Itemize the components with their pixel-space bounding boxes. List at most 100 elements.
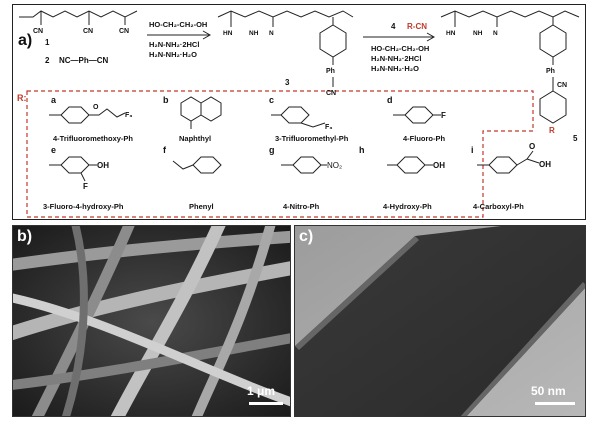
reaction-arrowhead-1: [202, 30, 212, 40]
compound-2-number: 2: [45, 56, 50, 65]
r-name-d: 4-Fluoro-Ph: [403, 134, 445, 143]
fiber: [191, 226, 276, 416]
panel-b-label: b): [17, 228, 33, 245]
r-name-c: 3-Trifluoromethyl-Ph: [275, 134, 349, 143]
benzene-e: [60, 156, 90, 174]
nh-text-3b: NH: [249, 30, 259, 37]
step-number: 4: [391, 22, 396, 31]
benzene-g: [292, 156, 322, 174]
r-name-b: Naphthyl: [179, 134, 211, 143]
compound-5-number: 5: [573, 134, 578, 143]
tem-fiber-edge-top: [295, 236, 419, 350]
r-name-a: 4-Trifluoromethoxy-Ph: [53, 134, 133, 143]
panel-c-label: c): [299, 228, 314, 245]
triazine-ring-5b: [539, 90, 567, 124]
oh-text-e: OH: [97, 161, 109, 170]
r-name-h: 4-Hydroxy-Ph: [383, 202, 432, 211]
benzene-c: [280, 106, 310, 124]
tem-scale-bar: [535, 402, 575, 405]
o-text-i: O: [529, 142, 535, 151]
compound-3-number: 3: [285, 78, 290, 87]
cn-text-3: CN: [119, 28, 129, 35]
naphthyl-ring-2: [200, 96, 222, 122]
reaction-scheme-panel: a) CN CN CN 1 2 NC—Ph—CN HO-CH₂-CH₂-OH H…: [12, 4, 586, 220]
sub-f-chain: [172, 160, 194, 170]
carboxyl-group-i: [516, 150, 540, 166]
cn-text-1: CN: [33, 28, 43, 35]
triazine-ring-3: [319, 24, 347, 58]
nh-text-3a: HN: [223, 30, 233, 37]
triazine-ring-5a: [539, 24, 567, 58]
tem-fiber-edge-bottom: [460, 282, 585, 416]
nh-text-5b: NH: [473, 30, 483, 37]
fiber: [110, 226, 226, 416]
r-letter-i: i: [471, 145, 474, 155]
benzene-a: [60, 106, 90, 124]
r-letter-h: h: [359, 145, 365, 155]
reagent-2a: HO-CH₂-CH₂-OH: [371, 44, 429, 53]
cf3-text-c: F₃: [325, 124, 333, 131]
r-name-g: 4-Nitro-Ph: [283, 202, 320, 211]
no2-text-g: NO₂: [327, 161, 342, 170]
f-bond-e: [80, 172, 86, 182]
r-letter-d: d: [387, 95, 393, 105]
sem-scale-bar: [249, 402, 283, 405]
r-letter-e: e: [51, 145, 56, 155]
tem-scale-label: 50 nm: [531, 384, 566, 398]
o-text-a: O: [93, 104, 99, 111]
benzene-h: [396, 156, 426, 174]
step-reagent-rcn: R-CN: [407, 22, 427, 31]
cn-text-2: CN: [83, 28, 93, 35]
compound-1-number: 1: [45, 38, 50, 47]
r-text-5: R: [549, 126, 555, 135]
r-letter-a: a: [51, 95, 57, 105]
r-group-box: [26, 90, 534, 218]
fiber: [13, 333, 290, 390]
sem-scale-label: 1 μm: [247, 384, 276, 398]
polymer-5-backbone: [440, 10, 580, 18]
fiber: [61, 226, 88, 416]
r-name-f: Phenyl: [189, 202, 214, 211]
ph-text-3: Ph: [326, 68, 335, 75]
cn-text-3b: CN: [326, 90, 336, 97]
r-name-e: 3-Fluoro-4-hydroxy-Ph: [43, 202, 124, 211]
reaction-arrowhead-2: [426, 32, 436, 42]
benzene-i: [488, 156, 518, 174]
benzene-f: [192, 156, 222, 174]
sem-image-panel: b) 1 μm: [12, 225, 291, 417]
naphthyl-ring-1: [180, 96, 202, 122]
r-letter-f: f: [163, 145, 167, 155]
r-name-i: 4-Carboxyl-Ph: [473, 202, 524, 211]
oh-text-h: OH: [433, 161, 445, 170]
f-text-e: F: [83, 182, 88, 191]
r-letter-g: g: [269, 145, 275, 155]
n-text-5: N: [493, 30, 498, 37]
tem-fiber-image: [295, 226, 585, 416]
ph-text-5: Ph: [546, 68, 555, 75]
reagent-1a: HO-CH₂-CH₂-OH: [149, 20, 207, 29]
polymer-3-backbone: [217, 10, 354, 18]
nc-ph-cn-formula: NC—Ph—CN: [59, 56, 109, 65]
n-text-3: N: [269, 30, 274, 37]
nh-text-5a: HN: [446, 30, 456, 37]
cf3-text-a: F₃: [125, 112, 133, 119]
reagent-2b: H₂N-NH₂·2HCl: [371, 54, 421, 63]
tem-fiber-body: [295, 226, 585, 416]
oh-text-i: OH: [539, 160, 551, 169]
r-letter-c: c: [269, 95, 274, 105]
reagent-1b: H₂N-NH₂·2HCl: [149, 40, 199, 49]
reaction-scheme-drawing: a) CN CN CN 1 2 NC—Ph—CN HO-CH₂-CH₂-OH H…: [17, 10, 580, 218]
reagent-1c: H₂N-NH₂·H₂O: [149, 50, 197, 59]
fiber: [13, 293, 290, 407]
ocf3-chain: [89, 108, 126, 118]
f-text-d: F: [441, 111, 446, 120]
cf3-chain-c: [300, 122, 326, 128]
r-group-label: R:: [17, 93, 27, 103]
tem-image-panel: c) 50 nm: [294, 225, 586, 417]
sem-fiber-image: [13, 226, 290, 416]
r-letter-b: b: [163, 95, 169, 105]
cn-text-5: CN: [557, 82, 567, 89]
benzene-d: [404, 106, 434, 124]
reagent-2c: H₂N-NH₂·H₂O: [371, 64, 419, 73]
pan-backbone: [19, 10, 138, 18]
